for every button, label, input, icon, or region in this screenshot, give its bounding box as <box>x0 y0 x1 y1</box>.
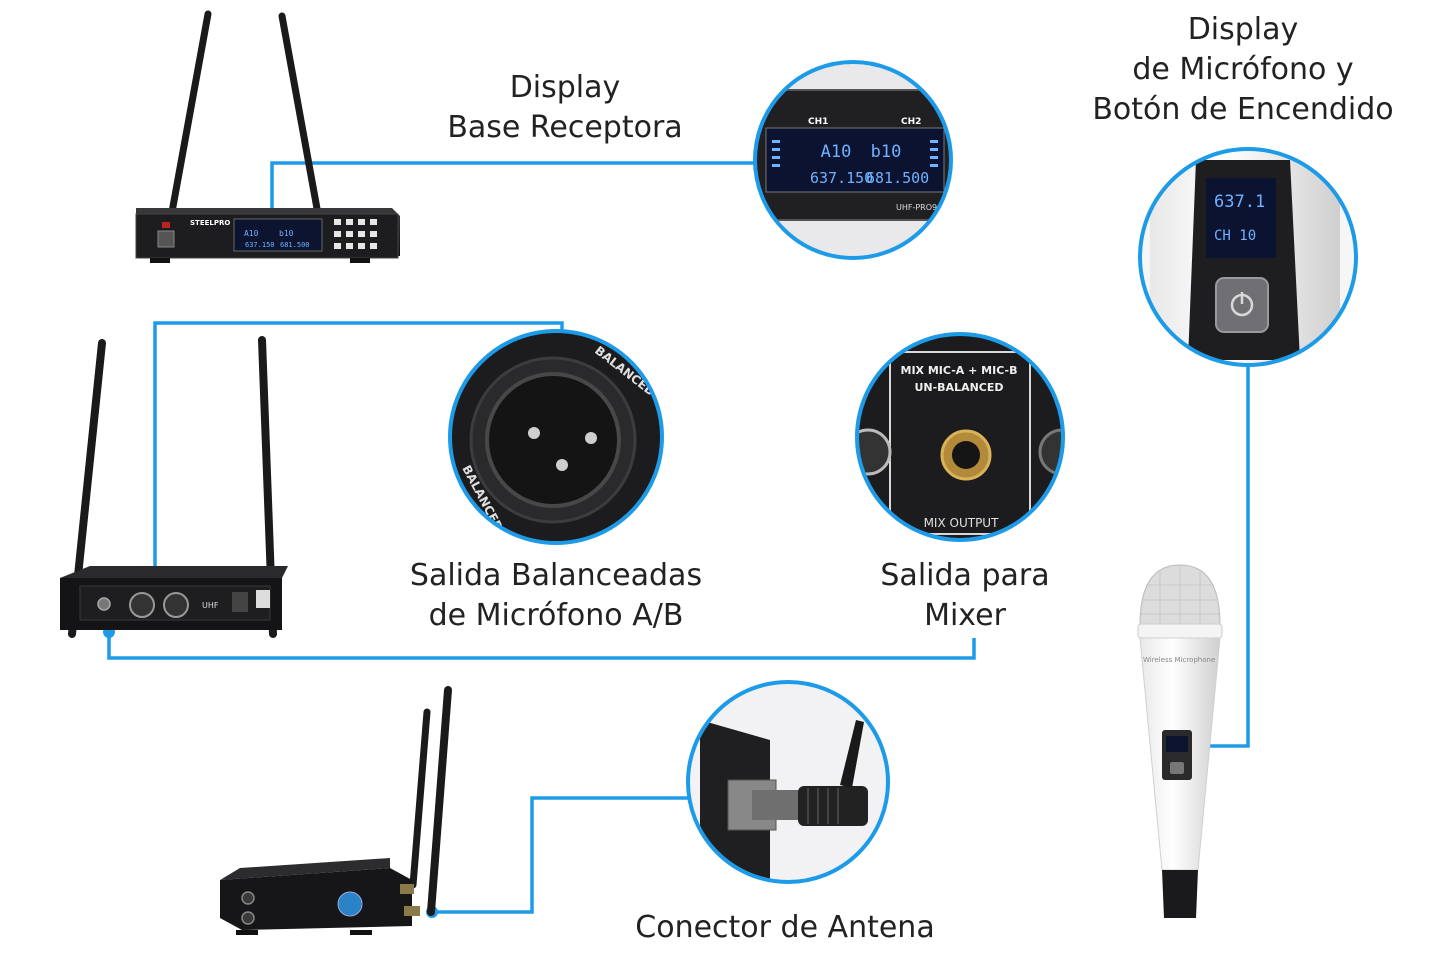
front-lcd <box>233 218 323 252</box>
mic-lcd-freq: 637.1 <box>1214 192 1265 212</box>
mic-lcd-channel: CH 10 <box>1214 228 1256 244</box>
xlr-pin-3 <box>556 459 568 471</box>
zoom-ch1-code: A10 <box>821 142 852 162</box>
antenna-knurl <box>807 788 839 824</box>
front-lcd-ch1: A10 <box>244 229 259 238</box>
zoom-ch2-label: CH2 <box>901 117 921 127</box>
mic-bottom-cap <box>1162 870 1198 918</box>
zoom-ch2-code: b10 <box>871 142 902 162</box>
label-mixer-out-line1: Salida para <box>880 558 1050 593</box>
mix-label-line2: UN-BALANCED <box>914 381 1003 394</box>
back-uhf-text: UHF <box>202 601 219 610</box>
line-balanced-out <box>153 321 564 590</box>
zoom-lcd <box>765 127 945 193</box>
receiver-front-device: STEELPRO A10 b10 637.150 681.500 <box>135 10 400 263</box>
front-lcd-freq1: 637.150 <box>245 241 275 249</box>
zoom-mic-display: 637.1 CH 10 <box>1138 147 1358 367</box>
line-antenna <box>432 796 688 914</box>
label-balanced-out: Salida Balanceadas de Micrófono A/B <box>376 556 736 636</box>
label-base-display-line2: Base Receptora <box>447 110 683 145</box>
label-mic-display-line3: Botón de Encendido <box>1092 92 1394 127</box>
label-mixer-out-line2: Mixer <box>924 598 1006 633</box>
line-mixer-out <box>107 632 976 660</box>
mic-brand-text: Wireless Microphone <box>1143 656 1215 664</box>
zoom-base-display: CH1 CH2 A10 b10 637.150 681.500 UHF-PRO9… <box>753 60 953 260</box>
antenna-side-short <box>409 708 431 889</box>
front-lcd-freq2: 681.500 <box>280 241 310 249</box>
label-mic-display-line2: de Micrófono y <box>1132 52 1354 87</box>
connector-lines <box>107 161 1250 914</box>
label-mic-display-line1: Display <box>1187 12 1299 47</box>
zoom-xlr-balanced: BALANCED BALANCED <box>448 329 664 545</box>
front-buttons <box>334 219 377 249</box>
zoom-model-text: UHF-PRO9.2 <box>896 203 945 212</box>
antenna-left <box>168 10 212 216</box>
mix-output-label: MIX OUTPUT <box>924 516 1000 530</box>
label-mixer-out: Salida para Mixer <box>850 556 1080 636</box>
wireless-microphone: Wireless Microphone <box>1137 564 1223 918</box>
front-brand-text: STEELPRO <box>190 219 230 227</box>
zoom-antenna-connector <box>686 680 890 884</box>
mic-grille-mesh <box>1141 566 1219 624</box>
xlr-out-a <box>129 592 155 618</box>
line-base-display <box>270 161 757 215</box>
xlr-pin-1 <box>528 427 540 439</box>
xlr-out-b <box>163 592 189 618</box>
zoom-mix-output: MIX MIC-A + MIC-B UN-BALANCED MIX OUTPUT <box>855 332 1065 542</box>
label-balanced-out-line2: de Micrófono A/B <box>428 598 684 633</box>
receiver-side-device <box>220 686 452 935</box>
power-button <box>1215 277 1269 333</box>
zoom-ch1-freq: 637.150 <box>810 169 873 187</box>
label-mic-display: Display de Micrófono y Botón de Encendid… <box>1068 10 1418 130</box>
label-balanced-out-line1: Salida Balanceadas <box>409 558 703 593</box>
label-antenna-line1: Conector de Antena <box>635 910 935 945</box>
antenna-side-tall <box>427 686 452 916</box>
label-base-display: Display Base Receptora <box>430 68 700 148</box>
front-lcd-ch2: b10 <box>279 229 294 238</box>
receiver-back-device: UHF <box>60 336 288 638</box>
mix-label-line1: MIX MIC-A + MIC-B <box>901 364 1018 377</box>
label-base-display-line1: Display <box>509 70 621 105</box>
zoom-ch2-freq: 681.500 <box>866 169 929 187</box>
xlr-pin-2 <box>585 432 597 444</box>
line-mic-display <box>1200 365 1250 748</box>
antenna-right <box>278 12 322 218</box>
zoom-ch1-label: CH1 <box>808 117 828 127</box>
label-antenna: Conector de Antena <box>600 908 970 948</box>
mic-lcd <box>1206 178 1276 258</box>
zoom-lcd-bars <box>772 140 938 167</box>
